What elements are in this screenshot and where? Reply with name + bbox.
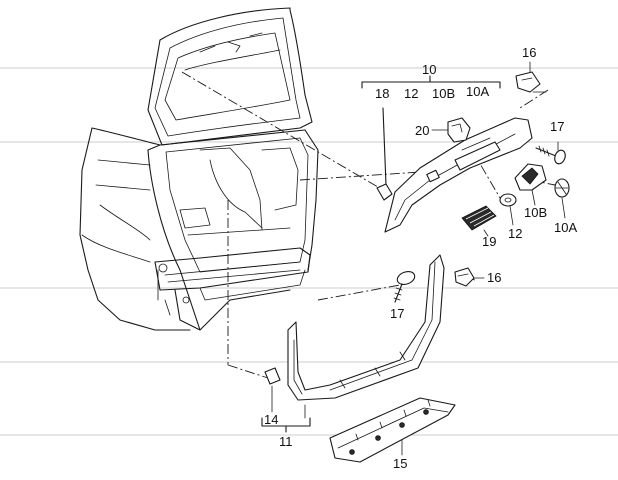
part-14-clip: [264, 367, 281, 413]
leader-lines: [181, 71, 556, 379]
callout-labels: 10 12 10B 10A 18 16 20 17 10B 10A 19 12 …: [264, 45, 577, 471]
callout-17-lower: 17: [390, 306, 404, 321]
part-19-pad: [461, 205, 497, 237]
part-16-lower-clip: [454, 267, 485, 287]
part-15-sill-cover: [329, 397, 456, 463]
callout-16-top: 16: [522, 45, 536, 60]
callout-10: 10: [422, 62, 436, 77]
vehicle-rear-outline: [79, 7, 319, 331]
group-bracket-10: [361, 75, 501, 89]
callout-12: 12: [508, 226, 522, 241]
callout-14: 14: [264, 412, 278, 427]
callout-19: 19: [482, 234, 496, 249]
callout-16-lower: 16: [487, 270, 501, 285]
callout-12-top: 12: [404, 86, 418, 101]
callout-10a: 10A: [554, 220, 577, 235]
part-10a-plug: [554, 178, 570, 219]
part-17-lower-screw: [393, 271, 416, 303]
group-bracket-11: [261, 417, 311, 433]
side-trim-panel: [287, 254, 445, 401]
part-17-top-screw: [535, 141, 566, 165]
callout-10a-top: 10A: [466, 84, 489, 99]
part-18-clip: [376, 107, 393, 201]
part-10b-latch: [514, 163, 547, 206]
callout-20: 20: [415, 123, 429, 138]
part-20-bracket: [431, 117, 471, 143]
callout-18: 18: [375, 86, 389, 101]
callout-10b: 10B: [524, 205, 547, 220]
callout-11: 11: [279, 434, 293, 449]
upper-trim-panel: [384, 117, 533, 233]
callout-15: 15: [393, 456, 407, 471]
part-16-top-clip: [515, 61, 541, 93]
callout-17-top: 17: [550, 119, 564, 134]
callout-10b-top: 10B: [432, 86, 455, 101]
part-12-washer: [499, 193, 517, 226]
bracket-stubs: [304, 91, 547, 419]
